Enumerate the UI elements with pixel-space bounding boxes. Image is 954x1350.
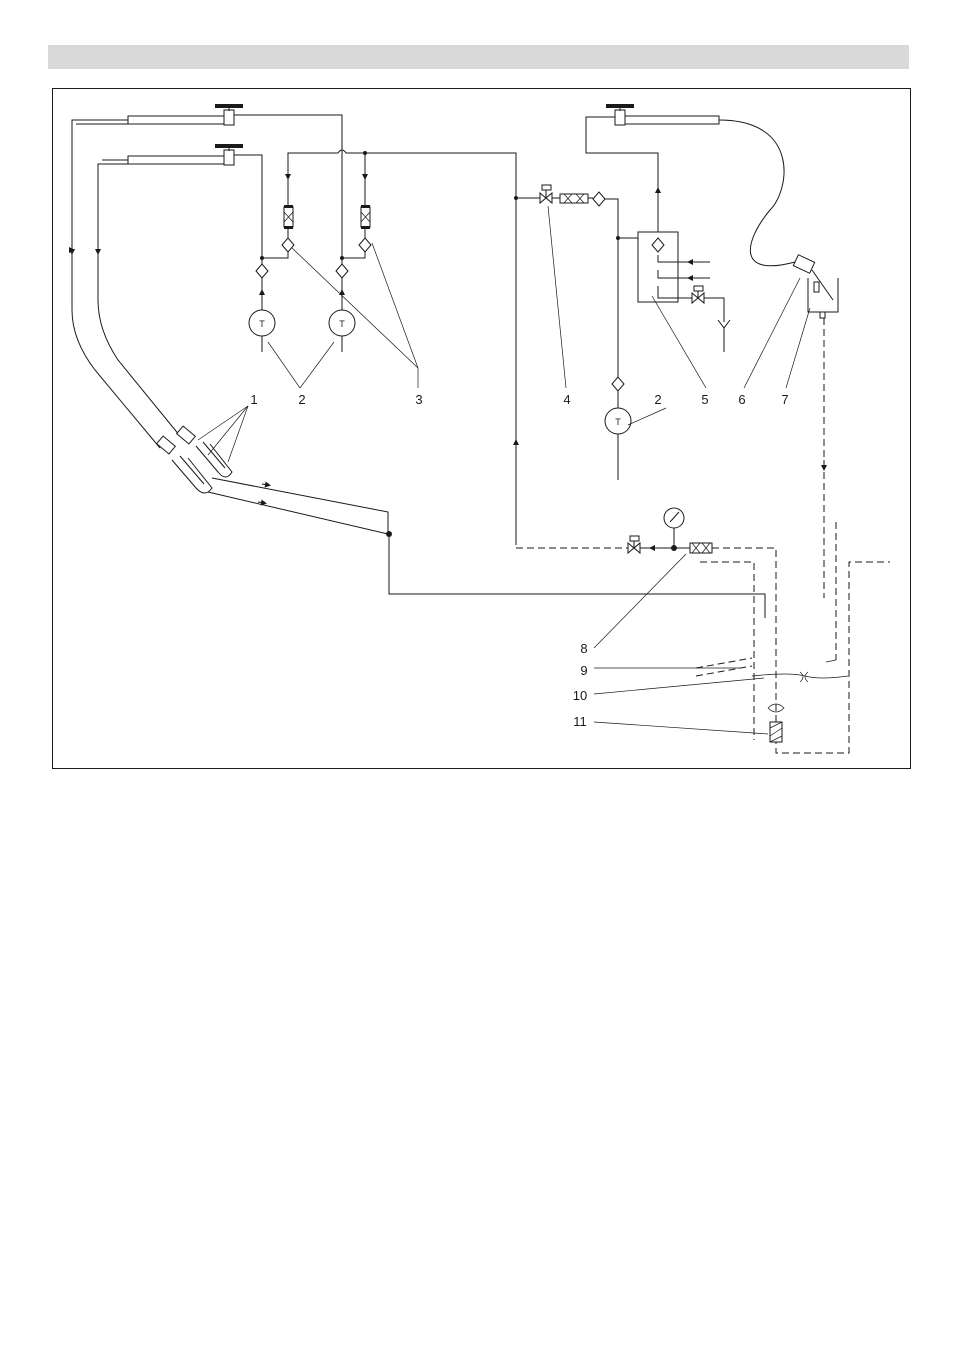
- callout-2-left: 2: [298, 392, 305, 407]
- inlet-valve: [628, 508, 712, 553]
- callout-7: 7: [781, 392, 788, 407]
- thermometer-right: T: [605, 408, 631, 480]
- callout-labels: 1 2 3 4 2 5 6 7 8 9 10 11: [250, 392, 788, 729]
- thermometer-left-b: T: [329, 310, 355, 352]
- thermometer-left-a: T: [249, 310, 275, 352]
- check-valve-left-b: [336, 262, 348, 310]
- group-head-right: [606, 104, 719, 125]
- thermometer-letter: T: [615, 417, 621, 427]
- flowmeter-a: [262, 170, 294, 258]
- drip-tray: [808, 278, 838, 318]
- flowmeter-b: [342, 153, 371, 258]
- check-valve-left-a: [256, 258, 268, 310]
- callout-11: 11: [573, 714, 587, 729]
- boiler-5: [616, 232, 730, 352]
- thermometer-letter: T: [259, 319, 265, 329]
- callout-5: 5: [701, 392, 708, 407]
- solenoid-valve-4: [540, 185, 618, 380]
- group-head-upper: [128, 104, 243, 125]
- callout-1: 1: [250, 392, 257, 407]
- callout-9: 9: [580, 663, 587, 678]
- check-valve-right: [612, 377, 624, 408]
- steam-wand: [793, 255, 833, 300]
- leader-lines: [198, 206, 810, 734]
- heat-exchanger-coils: [157, 426, 232, 493]
- callout-2-right: 2: [654, 392, 661, 407]
- callout-3: 3: [415, 392, 422, 407]
- group-head-lower: [128, 144, 243, 165]
- callout-4: 4: [563, 392, 570, 407]
- callout-10: 10: [573, 688, 587, 703]
- thermometer-letter: T: [339, 319, 345, 329]
- callout-6: 6: [738, 392, 745, 407]
- callout-8: 8: [580, 641, 587, 656]
